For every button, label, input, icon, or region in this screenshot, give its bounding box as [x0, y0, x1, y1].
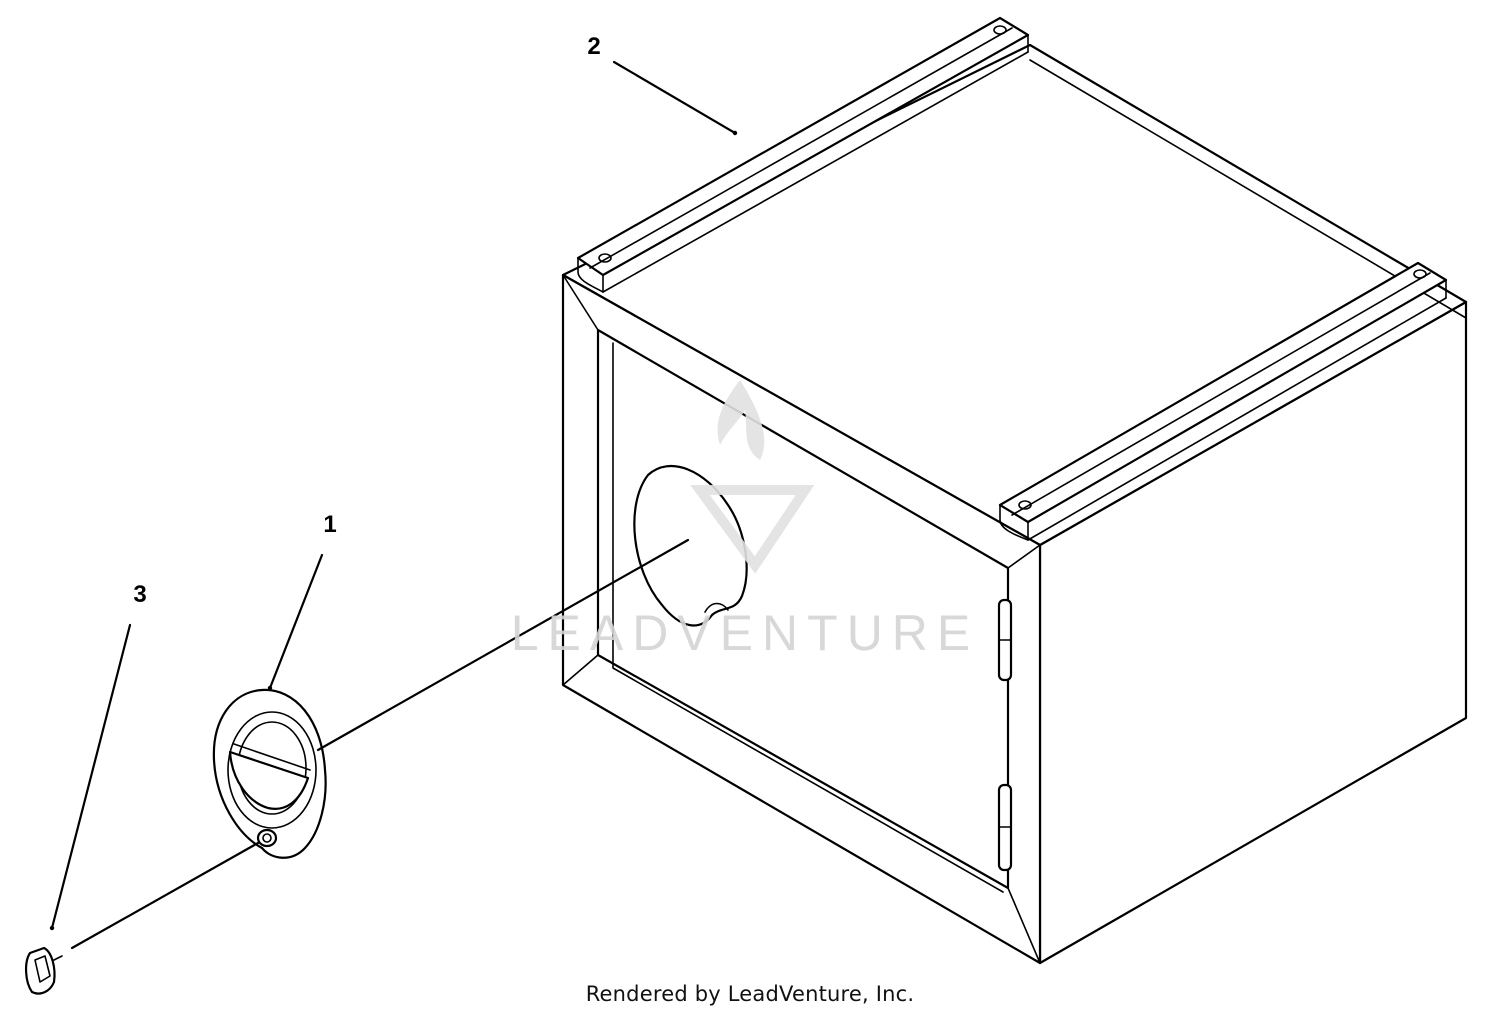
callout-number-3: 3: [133, 581, 146, 608]
door-latch[interactable]: [212, 688, 327, 859]
cabinet-top-rail-left: [576, 16, 1030, 293]
latch-key[interactable]: [25, 946, 63, 995]
watermark-flame-icon: [717, 380, 765, 460]
door-inner-recess: [612, 342, 1004, 893]
rendered-by-footer: Rendered by LeadVenture, Inc.: [585, 982, 915, 1006]
door-hinge-lower: [997, 783, 1013, 872]
latch-handle-edge: [233, 743, 311, 771]
leader-line-1: [268, 553, 324, 690]
watermark: LEADVENTURE: [511, 380, 980, 661]
latch-ring: [227, 711, 317, 829]
watermark-text: LEADVENTURE: [511, 605, 980, 661]
frame-bevel-tr: [1007, 544, 1041, 569]
callout-number-2: 2: [587, 33, 600, 60]
cabinet-top-rail-right: [998, 261, 1448, 541]
frame-bevel-tl: [562, 274, 599, 331]
latch-handle: [228, 750, 310, 810]
cabinet-assembly[interactable]: [561, 16, 1468, 965]
leader-line-3: [50, 623, 132, 930]
door-hinge-upper: [997, 598, 1013, 682]
callout-number-1: 1: [323, 511, 336, 538]
watermark-v-icon: [690, 485, 815, 574]
latch-keyhole: [256, 828, 278, 848]
frame-bevel-bl: [562, 654, 599, 686]
cabinet-top-back-edge: [1029, 59, 1467, 319]
leader-line-2: [612, 60, 737, 135]
assembly-line-latch: [316, 538, 690, 752]
assembly-line-key: [70, 841, 260, 950]
latch-opening-notch: [704, 602, 729, 613]
frame-bevel-br: [1007, 887, 1041, 964]
